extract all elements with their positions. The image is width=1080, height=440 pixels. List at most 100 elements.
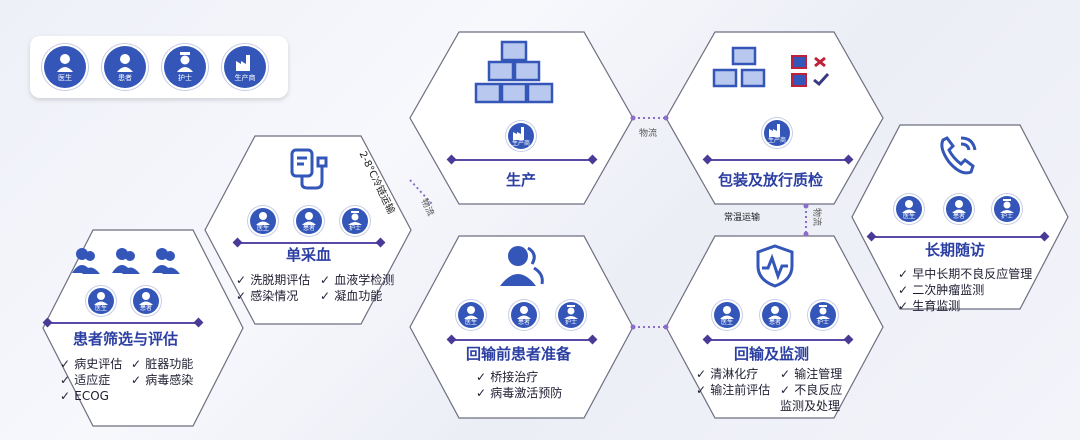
- list-item: 适应症: [60, 372, 122, 388]
- patient-silhouette-icon: [500, 246, 544, 286]
- role-label: 患者: [517, 319, 530, 326]
- factory-icon: [769, 124, 780, 137]
- logistics-label-packaging: 物流: [811, 208, 821, 227]
- logistics-label-production: 物流: [639, 129, 658, 139]
- shield-pulse-icon: [756, 244, 794, 288]
- list-item: 清淋化疗: [696, 366, 770, 382]
- title-divider: [48, 322, 198, 324]
- legend-patient-label: 患者: [118, 74, 132, 82]
- role-patient: 患者: [296, 208, 322, 234]
- nurse-icon: [348, 211, 362, 225]
- role-patient: 患者: [762, 302, 788, 328]
- role-legend: 医生 患者 护士 生产商: [30, 36, 288, 98]
- patient-icon: [952, 200, 966, 213]
- list-item: 感染情况: [236, 288, 310, 304]
- role-label: 护士: [564, 319, 577, 326]
- doctor-icon: [94, 292, 108, 305]
- hex-production: [409, 31, 634, 205]
- patient-icon: [139, 292, 153, 305]
- role-patient: 患者: [946, 196, 972, 222]
- list-item: 凝血功能: [320, 288, 394, 304]
- legend-patient: 患者: [104, 46, 146, 88]
- role-label: 生产商: [511, 140, 530, 147]
- list-item: 病毒感染: [131, 372, 193, 388]
- doctor-icon: [256, 212, 270, 225]
- list-item: 二次肿瘤监测: [898, 282, 1032, 298]
- list-item: 不良反应监测及处理: [780, 382, 844, 414]
- role-label: 护士: [1000, 213, 1013, 220]
- patient-icon: [117, 54, 133, 72]
- checklist-icon: [791, 55, 830, 87]
- list-item: 生育监测: [898, 298, 1032, 314]
- role-nurse: 护士: [810, 302, 836, 328]
- nurse-icon: [177, 52, 193, 72]
- patient-icon: [302, 212, 316, 225]
- role-label: 患者: [952, 213, 965, 220]
- role-label: 医生: [902, 213, 915, 220]
- factory-icon: [513, 127, 524, 140]
- role-nurse: 护士: [994, 196, 1020, 222]
- screening-list-right: 脏器功能 病毒感染: [131, 356, 193, 388]
- title-divider: [872, 236, 1044, 238]
- role-nurse: 护士: [342, 208, 368, 234]
- preparation-title: 回输前患者准备: [466, 345, 572, 363]
- followup-title: 长期随访: [925, 241, 986, 259]
- doctor-icon: [720, 306, 734, 319]
- legend-manufacturer-label: 生产商: [234, 74, 256, 82]
- list-item: 早中长期不良反应管理: [898, 266, 1032, 282]
- screening-title: 患者筛选与评估: [73, 330, 179, 348]
- phone-call-icon: [940, 136, 977, 175]
- infusion-list-left: 清淋化疗 输注前评估: [696, 366, 770, 398]
- role-label: 患者: [302, 225, 315, 232]
- legend-manufacturer: 生产商: [224, 46, 266, 88]
- doctor-icon: [902, 200, 916, 213]
- patient-icon: [517, 306, 531, 319]
- preparation-list: 桥接治疗 病毒激活预防: [476, 369, 562, 401]
- role-doctor: 医生: [896, 196, 922, 222]
- production-title: 生产: [506, 171, 537, 189]
- role-manufacturer: 生产商: [764, 120, 790, 146]
- title-divider: [708, 159, 848, 161]
- legend-doctor: 医生: [44, 46, 86, 88]
- room-temp-label: 常温运输: [724, 213, 761, 223]
- apheresis-title: 单采血: [286, 246, 332, 264]
- list-item: 病史评估: [60, 356, 122, 372]
- role-nurse: 护士: [558, 302, 584, 328]
- list-item: 输注管理: [780, 366, 844, 382]
- legend-nurse: 护士: [164, 46, 206, 88]
- infusion-list-right: 输注管理 不良反应监测及处理: [780, 366, 844, 414]
- nurse-icon: [564, 305, 578, 319]
- blood-bag-icon: [290, 148, 328, 190]
- role-label: 生产商: [767, 137, 786, 144]
- role-label: 患者: [768, 319, 781, 326]
- role-label: 护士: [816, 319, 829, 326]
- nurse-icon: [816, 305, 830, 319]
- list-item: 洗脱期评估: [236, 272, 310, 288]
- patient-icon: [768, 306, 782, 319]
- followup-list: 早中长期不良反应管理 二次肿瘤监测 生育监测: [898, 266, 1032, 314]
- legend-doctor-label: 医生: [58, 74, 72, 82]
- title-divider: [452, 159, 592, 161]
- link-apheresis-production: [409, 179, 433, 205]
- role-label: 医生: [464, 319, 477, 326]
- screening-list-left: 病史评估 适应症 ECOG: [60, 356, 122, 404]
- apheresis-list-left: 洗脱期评估 感染情况: [236, 272, 310, 304]
- title-divider: [238, 242, 380, 244]
- list-item: ECOG: [60, 388, 122, 404]
- role-label: 医生: [256, 225, 269, 232]
- role-manufacturer: 生产商: [508, 123, 534, 149]
- boxes-icon: [474, 40, 554, 104]
- packaging-title: 包装及放行质检: [718, 171, 824, 189]
- role-doctor: 医生: [458, 302, 484, 328]
- role-doctor: 医生: [88, 288, 114, 314]
- role-label: 患者: [139, 305, 152, 312]
- boxes-icon: [712, 46, 766, 88]
- list-item: 病毒激活预防: [476, 385, 562, 401]
- list-item: 脏器功能: [131, 356, 193, 372]
- role-patient: 患者: [511, 302, 537, 328]
- apheresis-list-right: 血液学检测 凝血功能: [320, 272, 394, 304]
- doctor-icon: [57, 54, 73, 72]
- legend-nurse-label: 护士: [178, 74, 192, 82]
- role-label: 医生: [94, 305, 107, 312]
- doctor-icon: [464, 306, 478, 319]
